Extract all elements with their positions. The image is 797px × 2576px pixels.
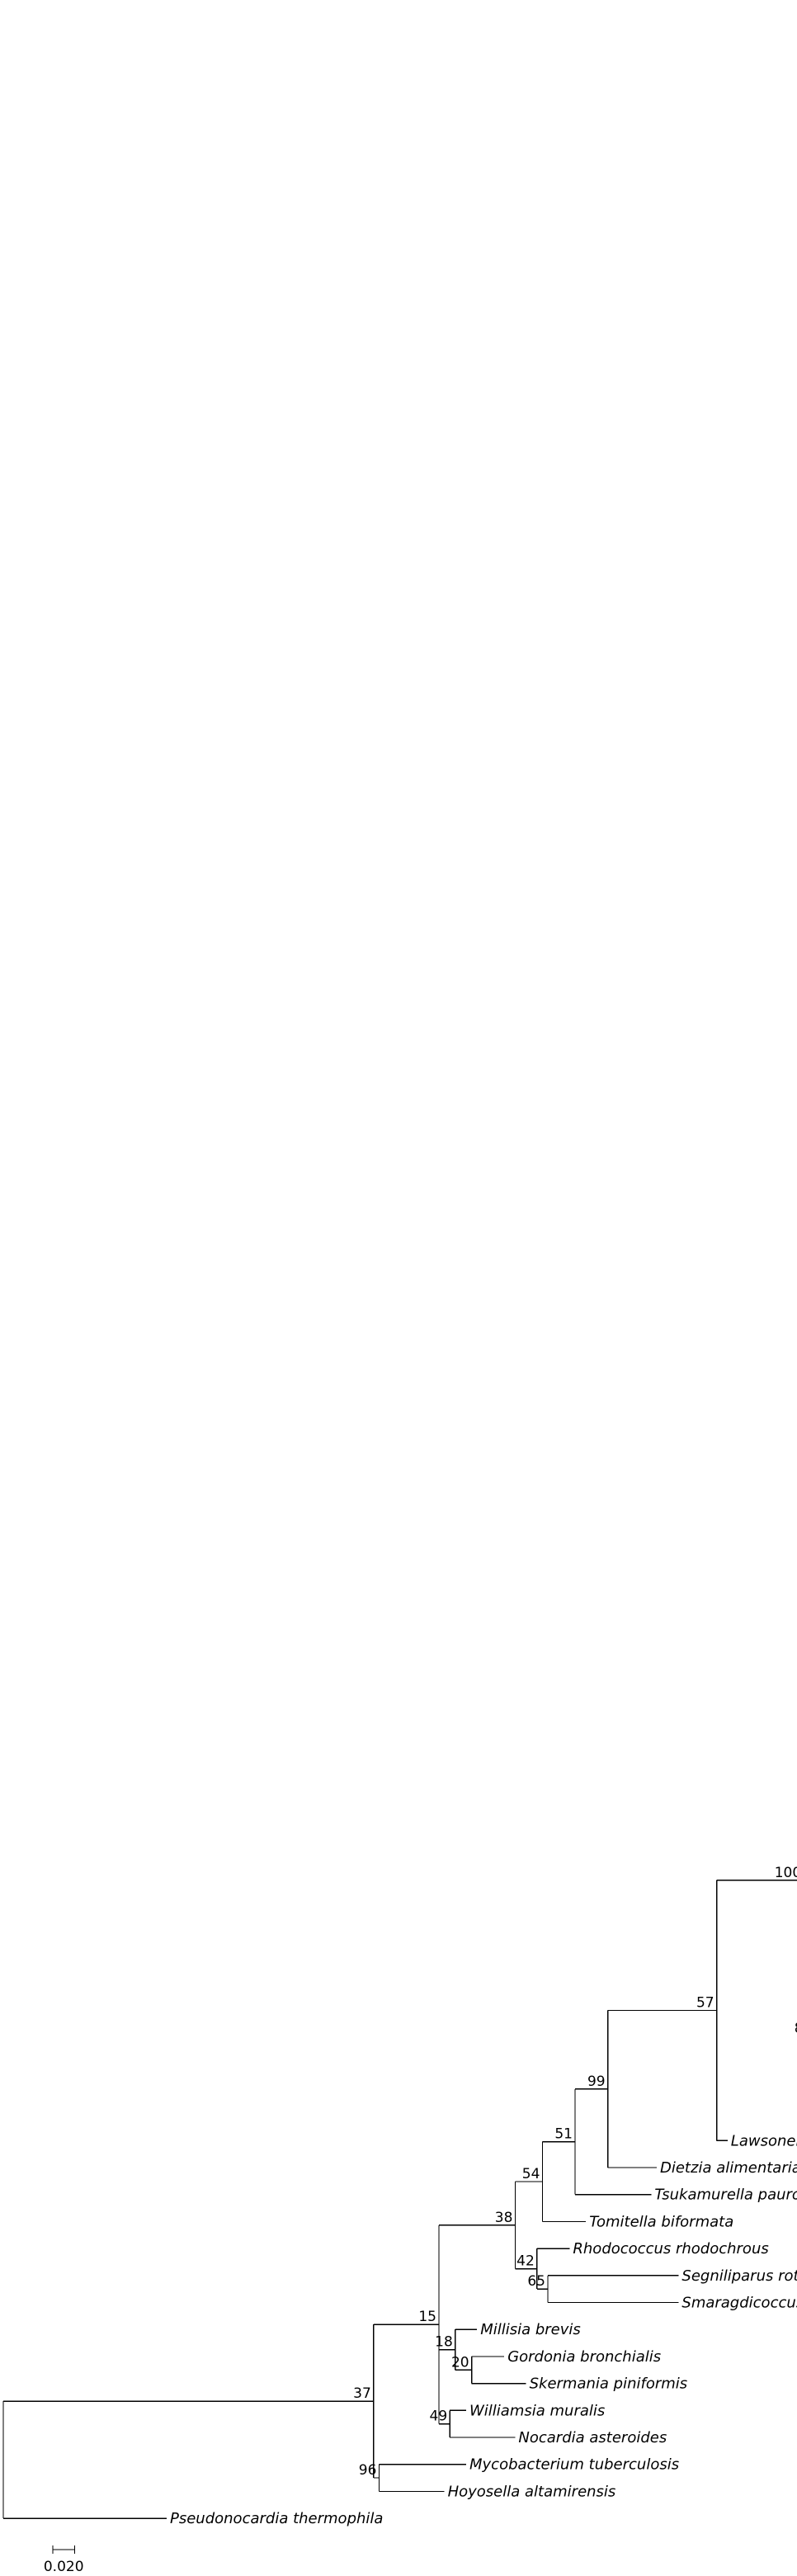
taxon-label: Williamsia muralis	[469, 2402, 605, 2419]
taxon-label: Lawsonella clevelandensis	[731, 2132, 797, 2149]
bootstrap-value: 38	[495, 2210, 513, 2226]
taxon-label: Rhodococcus rhodochrous	[573, 2240, 768, 2258]
bootstrap-value: 99	[587, 2074, 606, 2090]
taxon-label: Hoyosella altamirensis	[448, 2483, 616, 2500]
taxon-name: Skermania piniformis	[530, 2375, 688, 2393]
taxon-name: Gordonia bronchialis	[507, 2348, 661, 2366]
bootstrap-value: 18	[435, 2334, 453, 2351]
taxon-name: Segniliparus rotundus	[681, 2267, 797, 2285]
taxon-labels: Corynebacterium doosanenseCorynebacteriu…	[170, 2132, 797, 2527]
bootstrap-value: 100	[775, 1865, 797, 1881]
scale-bar-label: 0.020	[44, 2559, 84, 2575]
taxon-name: Hoyosella altamirensis	[448, 2483, 616, 2500]
taxon-label: Skermania piniformis	[530, 2375, 688, 2393]
scale-bar: 0.020	[44, 2545, 84, 2575]
bootstrap-value: 54	[522, 2166, 540, 2182]
taxon-label: Tomitella biformata	[589, 2213, 733, 2230]
taxon-label: Segniliparus rotundus	[681, 2267, 797, 2285]
taxon-label: Mycobacterium tuberculosis	[469, 2456, 679, 2474]
taxon-name: Mycobacterium tuberculosis	[469, 2456, 679, 2474]
taxon-label: Tsukamurella paurometabola	[654, 2187, 797, 2204]
bootstrap-value: 51	[554, 2126, 573, 2143]
tree-branches	[2, 1880, 797, 2519]
taxon-name: Dietzia alimentaria	[660, 2159, 797, 2177]
bootstrap-values: 3635863100485876202664310034977697154585…	[353, 1865, 797, 2479]
bootstrap-value: 49	[430, 2409, 448, 2425]
taxon-label: Pseudonocardia thermophila	[170, 2510, 383, 2527]
bootstrap-value: 15	[418, 2309, 436, 2325]
bootstrap-value: 96	[359, 2462, 377, 2479]
taxon-name: Tomitella biformata	[589, 2213, 733, 2230]
bootstrap-value: 65	[527, 2273, 545, 2290]
bootstrap-value: 20	[451, 2354, 469, 2371]
bootstrap-value: 42	[516, 2253, 535, 2270]
taxon-name: Tsukamurella paurometabola	[654, 2187, 797, 2204]
taxon-name: Smaragdicoccus niigatensis	[681, 2295, 797, 2312]
taxon-name: Nocardia asteroides	[518, 2429, 667, 2446]
taxon-label: Gordonia bronchialis	[507, 2348, 661, 2366]
taxon-name: Williamsia muralis	[469, 2402, 605, 2419]
taxon-name: Pseudonocardia thermophila	[170, 2510, 383, 2527]
taxon-label: Nocardia asteroides	[518, 2429, 667, 2446]
taxon-name: Lawsonella clevelandensis	[731, 2132, 797, 2149]
taxon-name: Rhodococcus rhodochrous	[573, 2240, 768, 2258]
bootstrap-value: 37	[353, 2385, 371, 2402]
bootstrap-value: 57	[696, 1995, 714, 2012]
taxon-label: Millisia brevis	[480, 2321, 581, 2338]
taxon-name: Millisia brevis	[480, 2321, 581, 2338]
taxon-label: Dietzia alimentaria	[660, 2159, 797, 2177]
taxon-label: Smaragdicoccus niigatensis	[681, 2295, 797, 2312]
bootstrap-value: 82	[795, 2021, 797, 2037]
